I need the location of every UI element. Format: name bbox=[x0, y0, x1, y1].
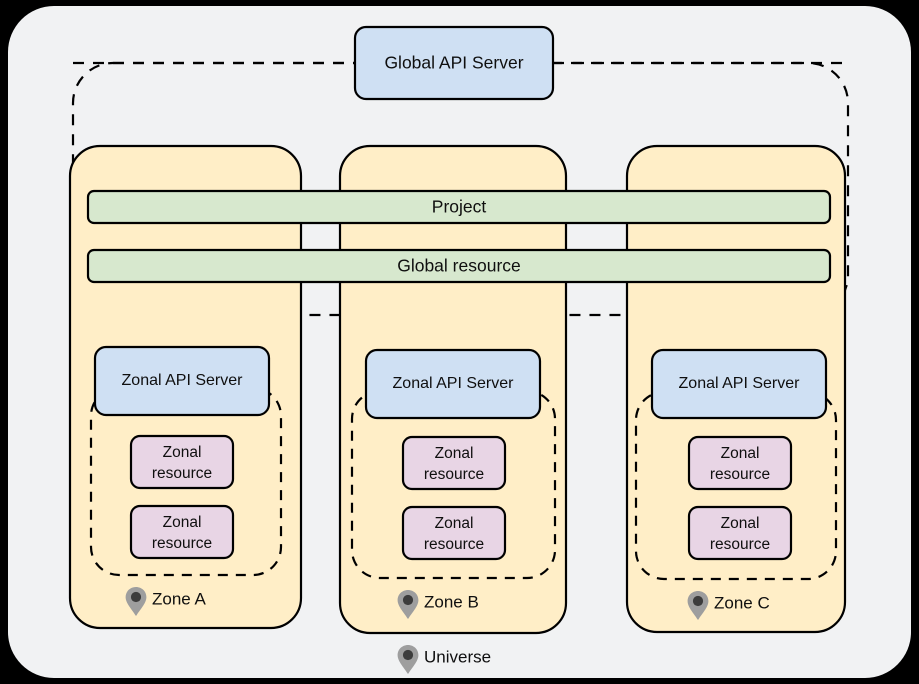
zonal-resource-box-c-1[interactable] bbox=[687, 435, 793, 491]
zonal-api-server-label-c: Zonal API Server bbox=[679, 375, 801, 392]
universe-label: Universe bbox=[424, 647, 491, 666]
zonal-resource-label-a-2-line1: Zonal bbox=[163, 514, 202, 531]
zonal-resource-box-a-2[interactable] bbox=[129, 504, 235, 560]
zone-inner-boundary-a bbox=[89, 386, 283, 577]
global-api-server-label: Global API Server bbox=[384, 53, 523, 73]
zone-b-label: Zone B bbox=[424, 592, 479, 611]
zonal-resource-box-b-1[interactable] bbox=[401, 435, 507, 491]
zonal-resource-label-c-2-line1: Zonal bbox=[721, 515, 760, 532]
zonal-resource-label-b-2-line1: Zonal bbox=[435, 515, 474, 532]
zonal-resource-label-b-1-line2: resource bbox=[424, 466, 484, 483]
zonal-api-server-box-a[interactable] bbox=[93, 345, 271, 417]
zonal-resource-box-b-2[interactable] bbox=[401, 505, 507, 561]
zonal-api-server-box-b[interactable] bbox=[364, 348, 542, 420]
zone-a-label: Zone A bbox=[152, 589, 207, 608]
zonal-resource-box-a-1[interactable] bbox=[129, 434, 235, 490]
zonal-resource-label-c-2-line2: resource bbox=[710, 536, 770, 553]
global-api-server-box[interactable] bbox=[353, 25, 555, 101]
zonal-api-server-box-c[interactable] bbox=[650, 348, 828, 420]
zonal-api-server-label-a: Zonal API Server bbox=[122, 372, 244, 389]
zonal-api-server-label-b: Zonal API Server bbox=[393, 375, 515, 392]
zonal-resource-label-a-1-line1: Zonal bbox=[163, 444, 202, 461]
zone-c-label: Zone C bbox=[714, 593, 770, 612]
global-bar-global-resource-label: Global resource bbox=[397, 256, 521, 276]
global-bar-project[interactable] bbox=[86, 189, 832, 225]
zonal-resource-label-a-1-line2: resource bbox=[152, 465, 212, 482]
zonal-resource-label-a-2-line2: resource bbox=[152, 535, 212, 552]
zonal-resource-label-b-2-line2: resource bbox=[424, 536, 484, 553]
global-bar-project-label: Project bbox=[432, 197, 487, 217]
zonal-resource-label-c-1-line1: Zonal bbox=[721, 445, 760, 462]
global-bar-global-resource[interactable] bbox=[86, 248, 832, 284]
zonal-resource-label-c-1-line2: resource bbox=[710, 466, 770, 483]
zonal-resource-box-c-2[interactable] bbox=[687, 505, 793, 561]
zonal-resource-label-b-1-line1: Zonal bbox=[435, 445, 474, 462]
